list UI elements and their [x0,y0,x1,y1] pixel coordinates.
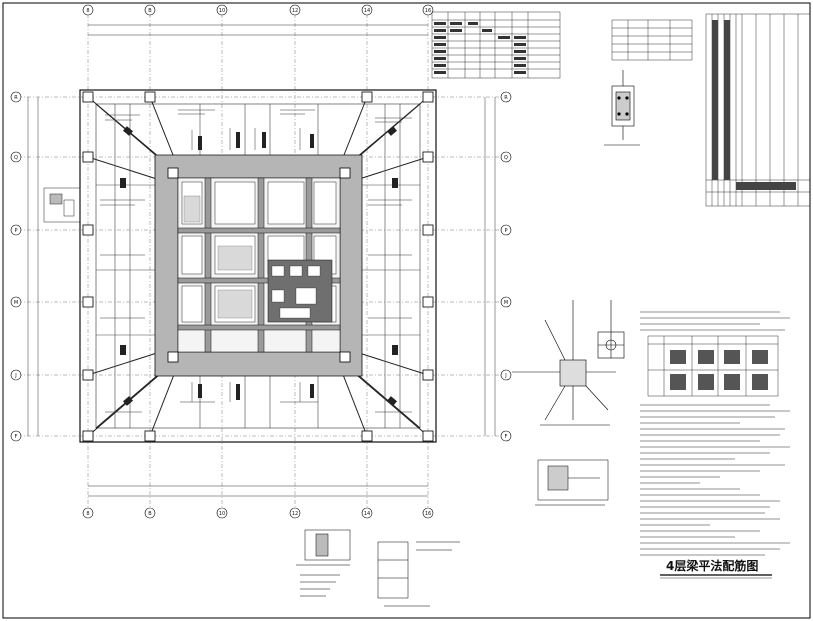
axis-label-col: 16 [425,8,431,14]
general-notes [640,311,790,556]
axis-label-col: 10 [219,8,225,14]
section-marks [120,126,398,406]
axis-label-row: Q [504,155,508,161]
axis-labels-right: R Q P M J F [504,95,508,440]
core-stair-hatching [183,195,253,319]
axis-label-row: R [504,95,508,101]
axis-label-col: 16 [425,511,431,517]
axis-label-row: P [14,228,17,234]
axis-label-row: M [504,300,508,306]
axis-label-row: F [15,434,18,440]
axis-bubbles-top [82,4,434,16]
top-schedule-table [431,11,561,79]
axis-label-row: J [504,373,506,379]
axis-bubbles-bottom [82,507,434,519]
side-stair-left [43,187,81,223]
axis-label-col: 14 [364,8,370,14]
axis-labels-top: 8 B 10 12 14 16 [86,8,431,14]
bottom-detail-a [296,529,351,597]
axis-label-row: M [14,300,18,306]
axis-label-row: J [14,373,16,379]
beam-column-joint-detail [512,300,616,426]
axis-label-col: 12 [292,511,298,517]
axis-bubbles-left [10,91,22,442]
secondary-beams [96,104,420,428]
drawing-title: 4层梁平法配筋图 [666,558,758,573]
columns [82,91,434,442]
axis-labels-bottom: 8 B 10 12 14 16 [86,511,431,517]
top-table-fill [434,22,526,74]
floor-plan: 8 B 10 12 14 16 8 B 10 12 14 16 R Q P M … [10,4,512,519]
core-shaft-detail [271,265,321,319]
dimension-lines [27,24,496,497]
axis-label-col: 10 [219,511,225,517]
notes-table-fill [670,350,768,390]
column-section-detail [604,70,640,146]
axis-label-col: 14 [364,511,370,517]
wall-section-detail [535,459,609,506]
axis-label-col: B [148,8,152,14]
axis-label-row: R [14,95,18,101]
rebar-schedule-right-fill [712,20,796,190]
axis-label-col: 8 [86,8,89,14]
outer-slab-edge [79,89,437,443]
axis-label-col: 8 [86,511,89,517]
axis-label-row: Q [14,155,18,161]
axis-label-row: P [504,228,507,234]
column-cap-detail [597,300,625,359]
inner-slab-edge [95,103,421,429]
notes-detail-table [647,335,779,397]
bottom-detail-b [377,541,460,607]
axis-bubbles-right [500,91,512,442]
steel-section-table [611,19,693,61]
rebar-annotations [100,109,412,413]
axis-label-col: B [148,511,152,517]
axis-label-col: 12 [292,8,298,14]
axis-label-row: F [505,434,508,440]
axis-labels-left: R Q P M J F [14,95,18,440]
